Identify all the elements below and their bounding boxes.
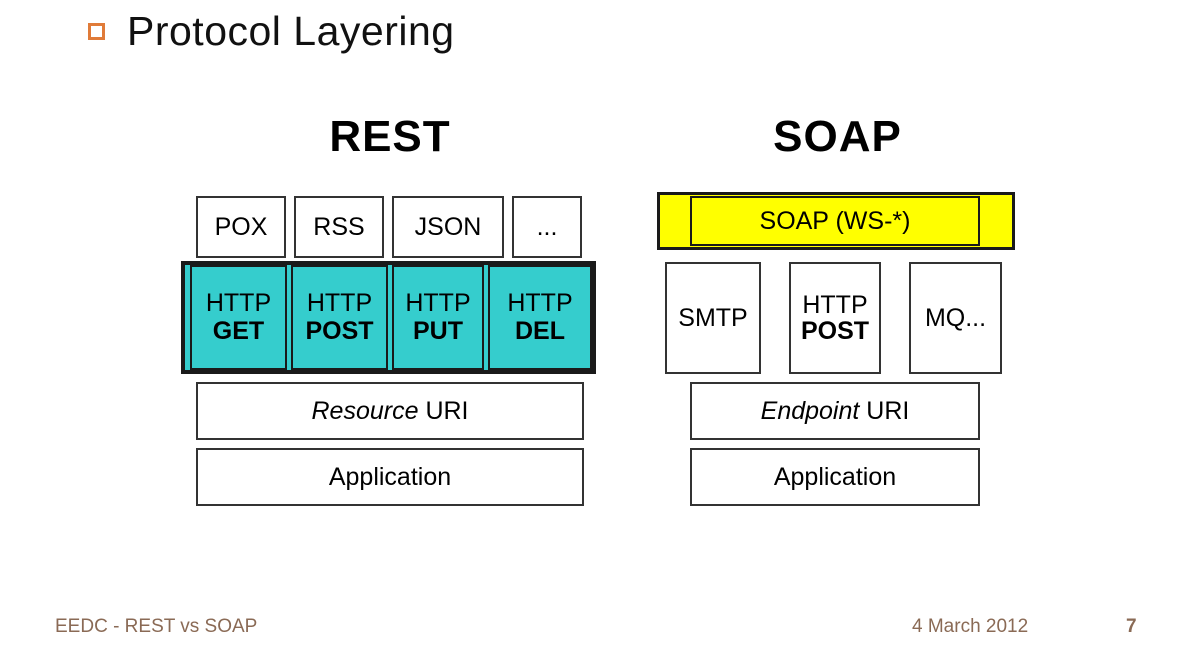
footer-page-number: 7 xyxy=(1126,616,1137,637)
soap-uri-row: Endpoint URI xyxy=(690,382,980,440)
rest-http-get-line1: HTTP xyxy=(205,289,272,317)
footer-date: 4 March 2012 xyxy=(912,616,1029,637)
rest-http-del-line1: HTTP xyxy=(507,289,573,317)
title-text: Protocol Layering xyxy=(127,8,455,54)
soap-stack-heading: SOAP xyxy=(773,112,902,161)
rest-stack-heading: REST xyxy=(329,112,451,161)
soap-http-line1: HTTP xyxy=(802,290,868,319)
soap-uri-rest: URI xyxy=(859,396,910,425)
soap-transport-box-mq: MQ... xyxy=(909,262,1002,374)
rest-format-box-json: JSON xyxy=(392,196,504,258)
page-title: Protocol Layering xyxy=(88,8,455,55)
rest-uri-row: Resource URI xyxy=(196,382,584,440)
rest-format-box-more: ... xyxy=(512,196,582,258)
soap-transport-box-http: HTTP POST xyxy=(789,262,881,374)
soap-http-line2: POST xyxy=(800,317,870,345)
rest-http-box-del: HTTP DEL xyxy=(488,265,592,370)
rest-http-box-get: HTTP GET xyxy=(190,265,287,370)
rest-uri-emphasis: Resource xyxy=(311,396,419,425)
footer-left-text: EEDC - REST vs SOAP xyxy=(55,616,258,637)
rest-http-get-line2: GET xyxy=(212,316,265,345)
rest-http-del-line2: DEL xyxy=(515,316,565,345)
rest-http-put-line1: HTTP xyxy=(405,289,471,317)
rest-format-box-pox: POX xyxy=(196,196,286,258)
soap-transport-box-smtp: SMTP xyxy=(665,262,761,374)
soap-uri-emphasis: Endpoint xyxy=(760,396,860,425)
rest-http-post-line1: HTTP xyxy=(306,289,373,317)
rest-http-put-line2: PUT xyxy=(413,316,463,345)
rest-http-box-put: HTTP PUT xyxy=(392,265,484,370)
soap-application-row: Application xyxy=(690,448,980,506)
slide-footer: EEDC - REST vs SOAP 4 March 2012 7 xyxy=(0,616,1200,646)
rest-uri-rest: URI xyxy=(418,396,469,425)
rest-format-box-rss: RSS xyxy=(294,196,384,258)
soap-envelope-box: SOAP (WS-*) xyxy=(690,196,980,246)
rest-http-box-post: HTTP POST xyxy=(291,265,388,370)
rest-application-row: Application xyxy=(196,448,584,506)
rest-http-post-line2: POST xyxy=(305,316,374,345)
square-bullet-icon xyxy=(88,23,105,40)
